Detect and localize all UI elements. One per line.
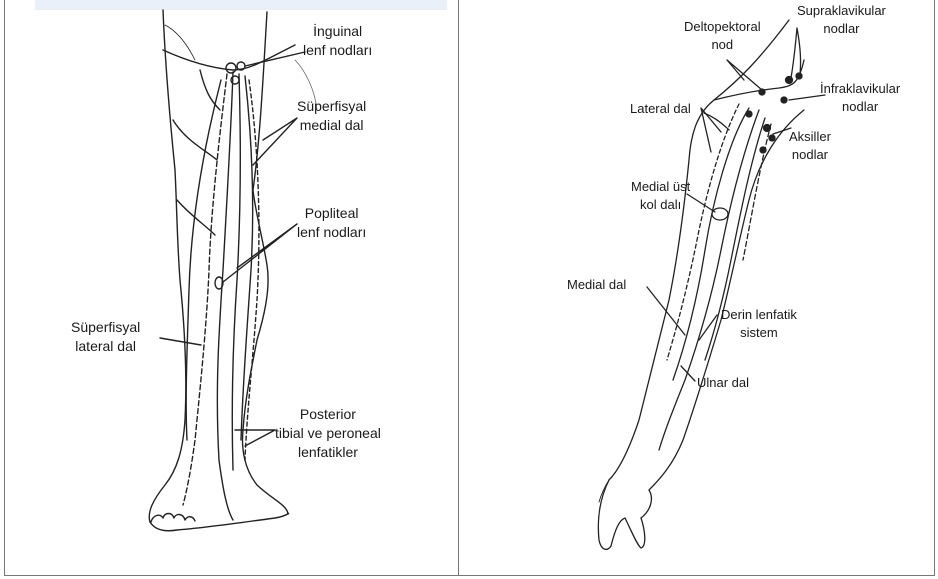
medial-upper-arm-node-shape	[712, 208, 728, 220]
medial-branch-label: Medial dal	[567, 276, 626, 294]
lymph-vessel	[186, 80, 221, 440]
axillary-node-shape	[764, 125, 771, 132]
arm-outline-inner	[649, 110, 804, 490]
ulnar-branch-label: Ulnar dal	[697, 374, 749, 392]
leg-drawing	[5, 0, 458, 575]
toes	[151, 514, 195, 523]
inguinal-node-shape	[226, 63, 236, 73]
foot-outline	[150, 513, 289, 530]
leg-outline-left	[149, 10, 186, 522]
lymph-vessel	[659, 110, 759, 450]
hip-line	[163, 45, 295, 70]
lymph-vessel	[245, 80, 259, 460]
infraclavicular-node-shape	[781, 97, 787, 103]
lateral-branch-label: Lateral dal	[630, 100, 691, 118]
hand-outline	[598, 480, 651, 549]
